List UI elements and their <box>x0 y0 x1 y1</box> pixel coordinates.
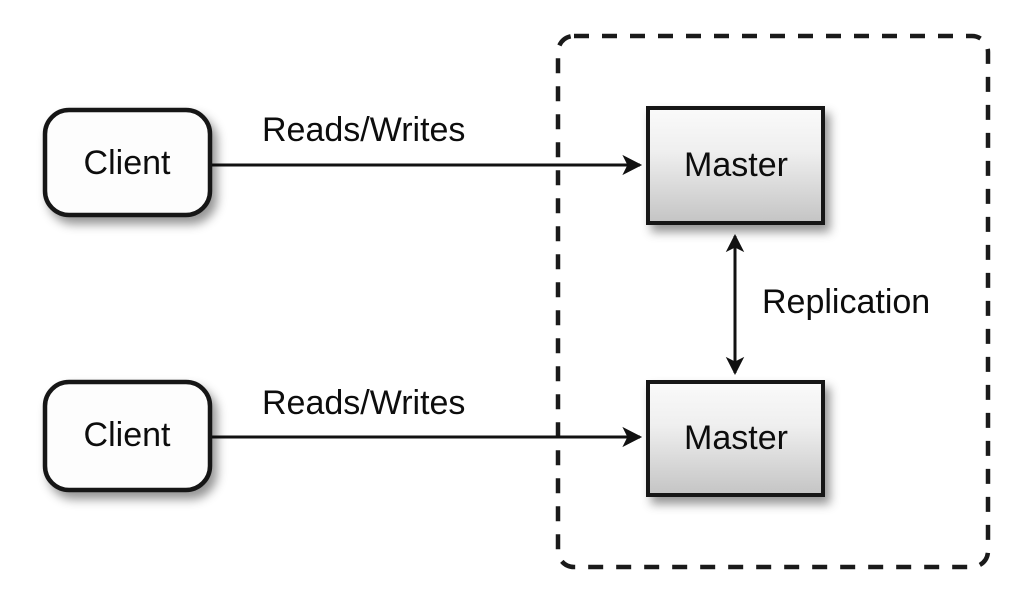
master-top-label: Master <box>684 146 788 184</box>
master-cluster-boundary <box>555 33 991 570</box>
node-master-bottom[interactable]: Master <box>646 380 825 497</box>
master-top-shape <box>646 106 825 225</box>
edge-label-reads-writes-top: Reads/Writes <box>262 111 465 149</box>
node-master-top[interactable]: Master <box>646 106 825 225</box>
client-top-shape <box>42 107 213 218</box>
client-bottom-shape <box>42 379 213 493</box>
master-bottom-label: Master <box>684 419 788 457</box>
node-client-bottom[interactable]: Client <box>42 379 213 493</box>
master-bottom-shape <box>646 380 825 497</box>
node-client-top[interactable]: Client <box>42 107 213 218</box>
edge-label-replication: Replication <box>762 283 930 321</box>
client-bottom-label: Client <box>84 416 171 454</box>
client-top-label: Client <box>84 144 171 182</box>
edge-label-reads-writes-bottom: Reads/Writes <box>262 384 465 422</box>
